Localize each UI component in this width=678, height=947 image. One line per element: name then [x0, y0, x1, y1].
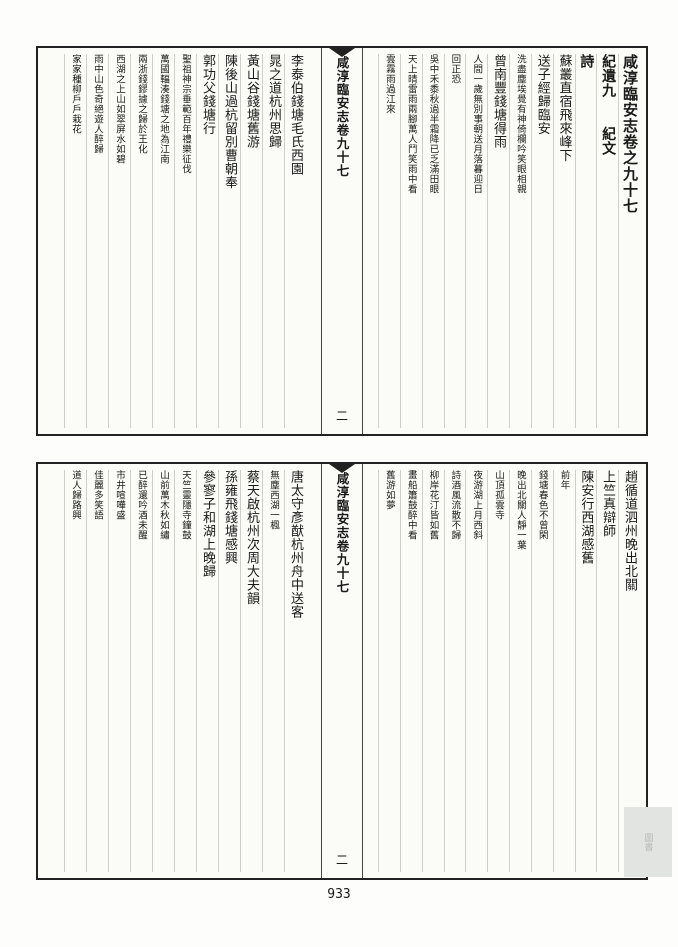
text-column: 夜游湖上月西斜: [465, 470, 487, 872]
text-column: 已醉還吟酒未醒: [130, 470, 152, 872]
text-column: 詩酒風流散不歸: [443, 470, 466, 872]
text-column: 陳安行西湖感舊: [574, 470, 597, 872]
text-column: 唐太守彥猷杭州舟中送客: [284, 470, 306, 872]
text-column: 萬國輻湊錢塘之地為江南: [152, 54, 174, 428]
text-column: 雲霧雨過江來: [378, 54, 400, 428]
text-column: 咸淳臨安志卷之九十七: [618, 54, 640, 428]
text-column: 趙循道泗州晚出北關: [618, 470, 640, 872]
text-column: 陳後山過杭留別曹朝奉: [218, 54, 240, 428]
text-column: 西湖之上山如翠屏水如碧: [108, 54, 130, 428]
center-fold-band: 咸淳臨安志卷九十七 二: [321, 464, 363, 878]
text-column: 紀遺九 紀文: [596, 54, 618, 428]
band-number: 二: [335, 409, 349, 423]
left-text-block: 李泰伯錢塘毛氏西園晁之道杭州思歸黃山谷錢塘舊游陳後山過杭留別曹朝奉郭功父錢塘行聖…: [44, 54, 306, 428]
band-title: 咸淳臨安志卷九十七: [334, 472, 350, 594]
center-fold-band: 咸淳臨安志卷九十七 二: [321, 48, 363, 434]
text-column: 人間一歲無別事朝送月落暮迎日: [465, 54, 487, 428]
left-text-block: 唐太守彥猷杭州舟中送客無塵西湖一楓蔡天啟杭州次周大夫韻孫雍飛錢塘感興參寥子和湖上…: [44, 470, 306, 872]
text-column: 道人歸路興: [64, 470, 86, 872]
text-column: 山頂孤雲寺: [487, 470, 509, 872]
text-column: 郭功父錢塘行: [196, 54, 218, 428]
right-text-block: 咸淳臨安志卷之九十七紀遺九 紀文詩蘇叢直宿飛來峰下送子經歸臨安洗盡塵埃覺有神倚欄…: [378, 54, 640, 428]
text-column: 黃山谷錢塘舊游: [240, 54, 262, 428]
lower-page: 趙循道泗州晚出北關上竺真辯師陳安行西湖感舊前年錢塘春色不曾閑晚出北關人靜一葉山頂…: [36, 462, 648, 880]
text-column: 參寥子和湖上晚歸: [196, 470, 218, 872]
text-column: 上竺真辯師: [596, 470, 618, 872]
page-number: 933: [327, 887, 351, 902]
text-column: 晁之道杭州思歸: [262, 54, 284, 428]
text-column: 家家種柳戶戶栽花: [64, 54, 86, 428]
text-column: 柳岸花汀皆如舊: [421, 470, 444, 872]
text-column: 晚出北關人靜一葉: [509, 470, 531, 872]
text-column: 佳麗多笑語: [86, 470, 108, 872]
text-column: 李泰伯錢塘毛氏西園: [284, 54, 306, 428]
band-number: 二: [335, 853, 349, 867]
library-stamp: 圖書: [624, 807, 672, 877]
text-column: 回正恐: [443, 54, 466, 428]
text-column: 曾南豐錢塘得雨: [487, 54, 509, 428]
text-column: 聖祖神宗垂範百年禮樂征伐: [174, 54, 196, 428]
text-column: 錢塘春色不曾閑: [530, 470, 553, 872]
fishtail-mark-top: [329, 48, 355, 57]
text-column: 舊游如夢: [378, 470, 400, 872]
text-column: 蘇叢直宿飛來峰下: [552, 54, 575, 428]
upper-page: 咸淳臨安志卷之九十七紀遺九 紀文詩蘇叢直宿飛來峰下送子經歸臨安洗盡塵埃覺有神倚欄…: [36, 46, 648, 436]
text-column: 天竺靈隱寺鐘鼓: [174, 470, 196, 872]
text-column: 蔡天啟杭州次周大夫韻: [240, 470, 262, 872]
text-column: 天上晴雷雨兩腳萬人鬥笑雨中看: [399, 54, 422, 428]
text-column: 市井喧嘩盛: [108, 470, 130, 872]
text-column: 無塵西湖一楓: [262, 470, 284, 872]
text-column: 洗盡塵埃覺有神倚欄吟笑眼相親: [509, 54, 531, 428]
text-column: 詩: [574, 54, 597, 428]
text-column: 雨中山色奇絕遊人醉歸: [86, 54, 108, 428]
right-text-block: 趙循道泗州晚出北關上竺真辯師陳安行西湖感舊前年錢塘春色不曾閑晚出北關人靜一葉山頂…: [378, 470, 640, 872]
fishtail-mark-top: [329, 464, 355, 473]
text-column: 送子經歸臨安: [530, 54, 553, 428]
text-column: 畫船簫鼓醉中看: [399, 470, 422, 872]
text-column: 孫雍飛錢塘感興: [218, 470, 240, 872]
text-column: 兩浙錢鏐據之歸於王化: [130, 54, 152, 428]
band-title: 咸淳臨安志卷九十七: [334, 56, 350, 178]
text-column: 吳中禾黍秋過半霜降已乏滿田眼: [421, 54, 444, 428]
text-column: 山前萬木秋如繡: [152, 470, 174, 872]
text-column: 前年: [552, 470, 575, 872]
